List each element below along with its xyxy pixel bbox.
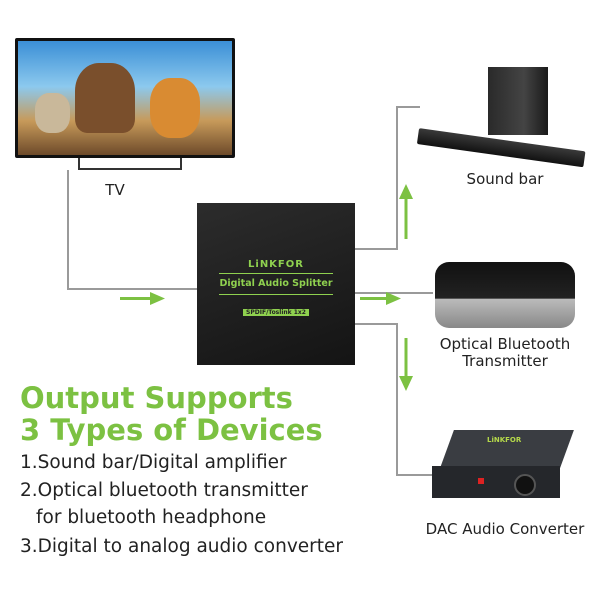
connector-line xyxy=(67,170,69,289)
arrow-right-icon xyxy=(120,292,165,305)
splitter-subtitle: SPDIF/Toslink 1x2 xyxy=(243,309,309,316)
subwoofer-image xyxy=(488,67,548,135)
bluetooth-transmitter-image xyxy=(435,262,575,328)
connector-line xyxy=(355,323,398,325)
connector-line xyxy=(396,106,398,250)
arrow-up-icon xyxy=(399,184,413,239)
splitter-title: Digital Audio Splitter xyxy=(219,278,333,289)
connector-line xyxy=(355,292,433,294)
arrow-right-icon xyxy=(360,292,401,305)
splitter-device: LiNKFOR Digital Audio Splitter SPDIF/Tos… xyxy=(197,203,355,365)
connector-line xyxy=(396,323,398,476)
dac-brand: LiNKFOR xyxy=(487,436,522,444)
dac-image: LiNKFOR xyxy=(432,430,574,500)
dac-label: DAC Audio Converter xyxy=(425,520,585,538)
list-item: 1.Sound bar/Digital amplifier xyxy=(20,452,287,473)
list-item: for bluetooth headphone xyxy=(36,507,267,528)
list-item: 3.Digital to analog audio converter xyxy=(20,536,344,557)
bluetooth-label-line1: Optical Bluetooth xyxy=(439,335,571,353)
bluetooth-label-line2: Transmitter xyxy=(462,352,548,370)
tv-image xyxy=(15,38,235,158)
connector-line xyxy=(396,106,420,108)
arrow-down-icon xyxy=(399,338,413,391)
heading-line1: Output Supports xyxy=(20,381,293,415)
heading-line2: 3 Types of Devices xyxy=(20,413,323,447)
tv-stand xyxy=(78,158,182,170)
splitter-brand: LiNKFOR xyxy=(248,259,304,270)
list-item: 2.Optical bluetooth transmitter xyxy=(20,480,308,501)
connector-line xyxy=(396,474,432,476)
soundbar-label: Sound bar xyxy=(466,170,544,188)
tv-label: TV xyxy=(105,181,125,199)
connector-line xyxy=(355,248,398,250)
connector-line xyxy=(67,288,197,290)
